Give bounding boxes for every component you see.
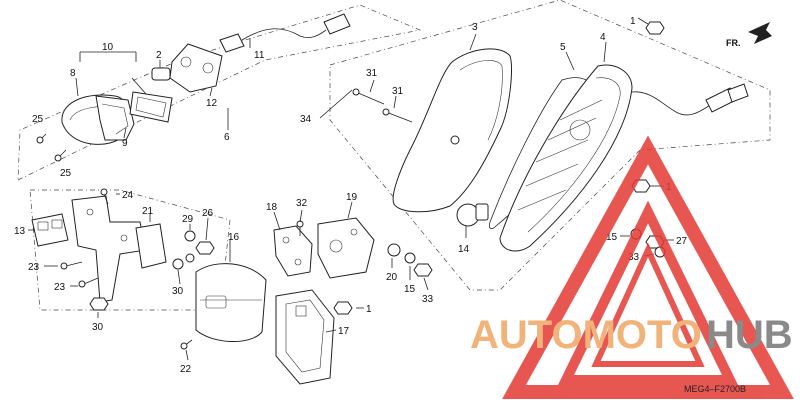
watermark-triangle-outer <box>502 135 794 399</box>
screw-31b <box>382 108 413 123</box>
taillight-lens-3 <box>392 48 513 213</box>
part-label-17: 17 <box>338 326 350 337</box>
group-outline-license-light <box>17 4 422 181</box>
bolt-22 <box>180 339 193 350</box>
part-label-29: 30 <box>172 286 184 297</box>
screw-31a <box>352 88 385 105</box>
part-label-31b: 31 <box>392 86 404 97</box>
part-label-10: 10 <box>102 42 114 53</box>
washer-21-15-33 <box>387 243 433 277</box>
part-label-6: 6 <box>224 132 230 143</box>
stay-19 <box>317 217 375 279</box>
bolt-24 <box>100 188 109 205</box>
part-label-1-top: 1 <box>630 16 636 27</box>
license-cover-16 <box>195 263 267 343</box>
taillight-housing-4 <box>499 64 633 252</box>
part-label-30: 30 <box>92 322 104 333</box>
part-label-3: 3 <box>472 22 478 33</box>
license-bracket <box>71 195 147 303</box>
part-label-31a: 31 <box>366 68 378 79</box>
part-label-14: 14 <box>458 244 470 255</box>
part-label-27: 27 <box>676 236 688 247</box>
part-label-33-right: 33 <box>628 252 640 263</box>
taillight-harness <box>631 83 749 116</box>
part-label-23a: 23 <box>28 262 40 273</box>
gasket-17 <box>275 289 335 385</box>
nut-1-top <box>645 21 665 35</box>
watermark-text: AUTOMOTO HUB <box>470 313 793 357</box>
part-label-11: 11 <box>254 50 265 61</box>
nut-30 <box>89 297 109 311</box>
part-number-labels: 10 8 2 9 12 11 6 25 25 3 5 4 1 34 31 31 … <box>14 16 688 375</box>
license-light-housing <box>95 95 135 141</box>
catalog-code: MEG4–F2700B <box>684 384 746 394</box>
part-label-8: 8 <box>70 68 76 79</box>
reflector-20 <box>135 223 167 269</box>
part-label-21: 20 <box>386 272 398 283</box>
part-label-16: 16 <box>228 232 240 243</box>
screw-25a <box>36 133 47 144</box>
socket-harness-11 <box>219 13 351 53</box>
part-label-1-bottom: 1 <box>366 304 372 315</box>
watermark-triangle-core <box>591 242 705 367</box>
watermark-brand-part2: HUB <box>706 313 793 357</box>
watermark-brand-part1: AUTOMOTO <box>470 313 702 357</box>
part-label-24: 24 <box>122 190 134 201</box>
part-label-25b: 25 <box>60 168 72 179</box>
part-label-23b: 23 <box>54 282 66 293</box>
socket-12 <box>169 43 223 93</box>
front-direction-arrow: FR. <box>726 22 772 48</box>
part-label-15-right: 15 <box>606 232 618 243</box>
part-label-18: 18 <box>266 202 278 213</box>
part-label-34: 34 <box>300 114 312 125</box>
bolt-23b <box>78 277 99 288</box>
part-label-22: 22 <box>180 364 192 375</box>
part-label-4: 4 <box>600 32 606 43</box>
part-label-26: 26 <box>202 208 214 219</box>
front-arrow-label: FR. <box>726 38 741 48</box>
part-label-28: 29 <box>182 214 194 225</box>
part-label-2: 2 <box>156 50 162 61</box>
part-label-9: 9 <box>122 138 128 149</box>
nut-1-bottom <box>333 301 353 315</box>
bolt-23a <box>60 261 83 270</box>
bulb-14 <box>456 203 489 227</box>
watermark-triangle-inner <box>557 200 739 385</box>
watermark-logo <box>502 135 794 399</box>
part-label-33-mid: 33 <box>422 294 434 305</box>
part-label-25a: 25 <box>32 114 44 125</box>
part-label-12: 12 <box>206 98 218 109</box>
collar-28-26-29 <box>172 230 215 270</box>
part-label-5: 5 <box>560 42 566 53</box>
license-light-gasket <box>129 91 173 123</box>
reflector-13 <box>31 213 69 247</box>
part-label-20: 21 <box>142 206 154 217</box>
screw-25b <box>54 149 67 162</box>
part-label-32: 32 <box>296 198 308 209</box>
part-label-19: 19 <box>346 192 358 203</box>
stay-18 <box>273 225 313 277</box>
part-label-15-mid: 15 <box>404 284 416 295</box>
bulb-2 <box>151 67 171 81</box>
group-outline-taillight <box>329 0 771 291</box>
part-label-13: 13 <box>14 226 26 237</box>
leader-lines <box>28 17 674 361</box>
